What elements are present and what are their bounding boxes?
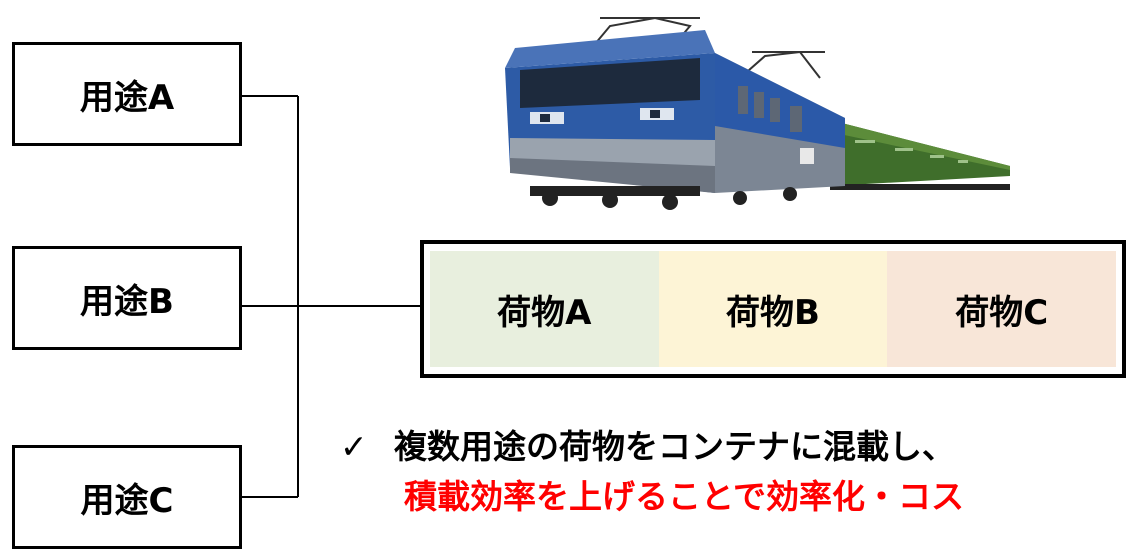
cargo-label-a: 荷物A <box>497 292 592 333</box>
mixed-container: 荷物A 荷物B 荷物C <box>420 240 1126 378</box>
check-mark-icon: ✓ <box>340 427 368 466</box>
freight-train-icon <box>505 16 1010 210</box>
cargo-a: 荷物A <box>430 251 659 367</box>
cargo-c: 荷物C <box>887 251 1117 367</box>
conclusion-line-2: 積載効率を上げることで効率化・コス <box>404 477 965 516</box>
usage-box-a: 用途A <box>12 42 242 146</box>
conclusion-line-1: ✓ 複数用途の荷物をコンテナに混載し、 <box>340 422 964 472</box>
container-cargo-row: 荷物A 荷物B 荷物C <box>430 251 1117 367</box>
cargo-b: 荷物B <box>658 251 888 367</box>
usage-label-b: 用途B <box>80 281 174 322</box>
usage-label-a: 用途A <box>79 77 175 118</box>
usage-label-c: 用途C <box>80 480 174 521</box>
conclusion-text: ✓ 複数用途の荷物をコンテナに混載し、 積載効率を上げることで効率化・コス <box>340 422 964 522</box>
usage-box-c: 用途C <box>12 445 242 549</box>
conclusion-line-1-text: 複数用途の荷物をコンテナに混載し、 <box>394 427 955 466</box>
usage-box-b: 用途B <box>12 246 242 350</box>
cargo-label-c: 荷物C <box>955 292 1049 333</box>
cargo-label-b: 荷物B <box>726 292 820 333</box>
